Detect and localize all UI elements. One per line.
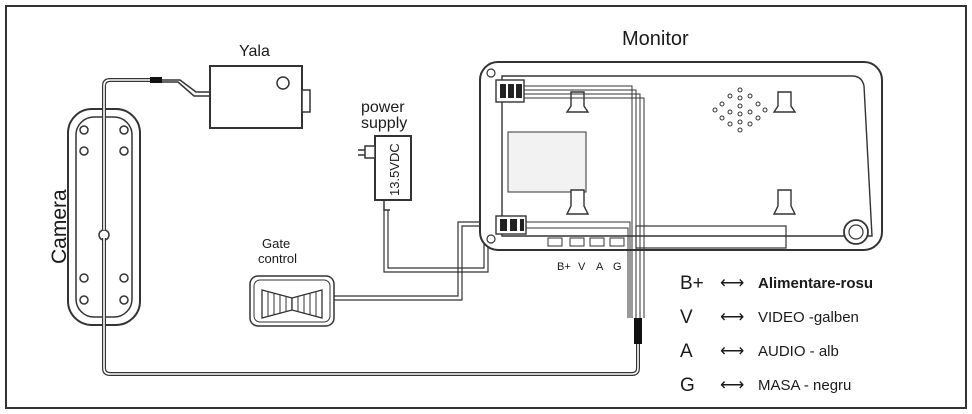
legend-key-a: A: [680, 341, 693, 362]
legend-arrow-v: ⟷: [720, 307, 744, 326]
lock-label: Yala: [239, 43, 270, 60]
cable-splice: [634, 318, 642, 344]
legend-arrow-g: ⟷: [720, 375, 744, 394]
legend: B+ ⟷ Alimentare-rosu V ⟷ VIDEO -galben A…: [680, 273, 873, 396]
monitor-unit: [479, 61, 883, 251]
legend-value-v: VIDEO -galben: [758, 309, 859, 326]
legend-key-g: G: [680, 375, 695, 396]
gate-control-label-line2: control: [258, 251, 297, 266]
terminal-label-g: G: [613, 261, 622, 273]
legend-key-bplus: B+: [680, 273, 704, 294]
power-supply-unit: [358, 135, 412, 211]
terminal-label-bplus: B+: [557, 261, 571, 273]
power-supply-label-line2: supply: [361, 115, 407, 132]
legend-arrow-a: ⟷: [720, 341, 744, 360]
monitor-label: Monitor: [622, 28, 689, 50]
diagram-frame: [5, 5, 967, 409]
camera-label: Camera: [48, 189, 71, 264]
terminal-label-v: V: [578, 261, 586, 273]
legend-value-bplus: Alimentare-rosu: [758, 275, 873, 292]
terminal-label-a: A: [596, 261, 604, 273]
legend-value-g: MASA - negru: [758, 377, 851, 394]
lock-unit: [209, 65, 311, 129]
gate-control-label-line1: Gate: [262, 236, 290, 251]
legend-key-v: V: [680, 307, 693, 328]
psu-voltage-label: 13.5VDC: [387, 143, 402, 196]
legend-arrow-bplus: ⟷: [720, 273, 744, 292]
power-supply-label-line1: power: [361, 99, 405, 116]
gate-control-unit: [249, 275, 335, 327]
legend-value-a: AUDIO - alb: [758, 343, 839, 360]
